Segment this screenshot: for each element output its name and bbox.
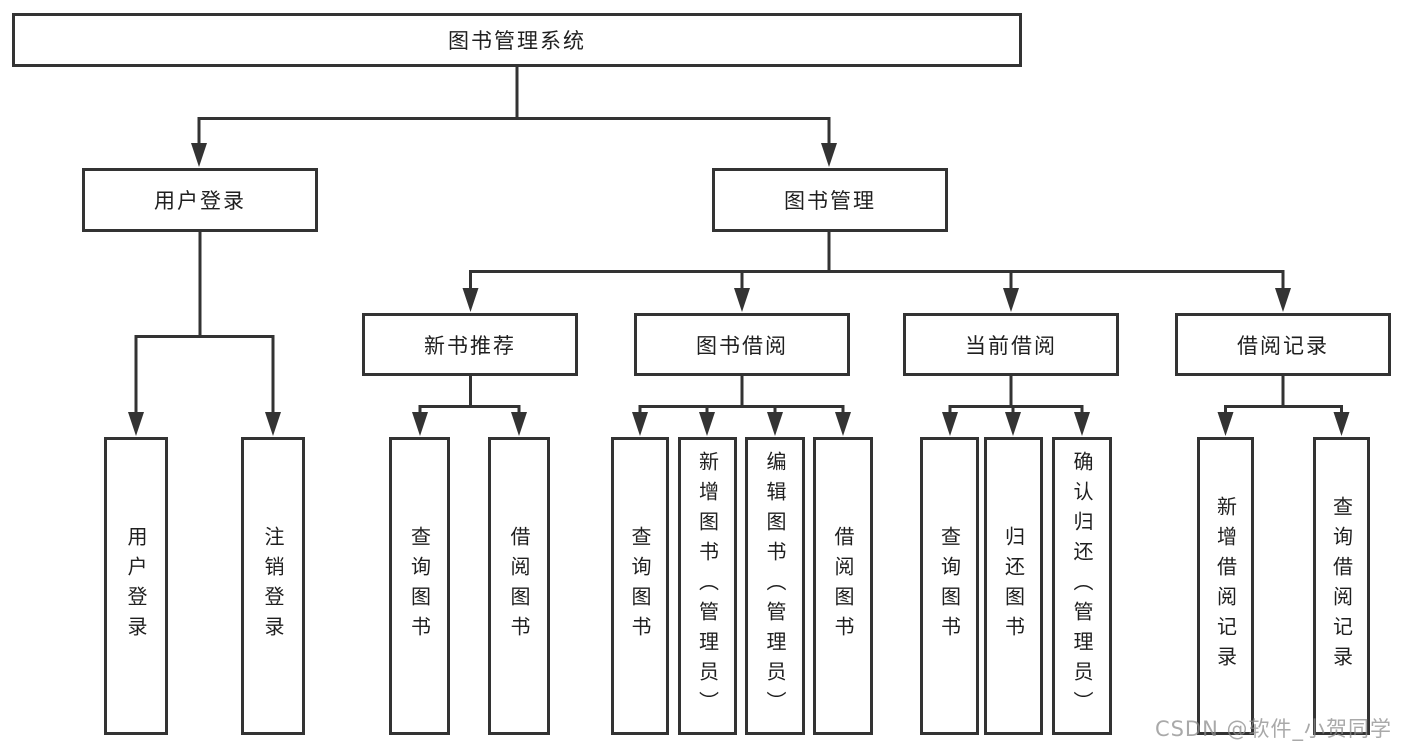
leaf-user-login: 用户登录: [104, 437, 168, 735]
leaf-edit-books-admin-label: 编辑图书（管理员）: [763, 451, 787, 721]
leaf-user-login-label: 用户登录: [124, 526, 148, 646]
leaf-add-books-admin-label: 新增图书（管理员）: [695, 451, 720, 721]
node-new-book-recommend: 新书推荐: [362, 313, 578, 376]
leaf-logout: 注销登录: [241, 437, 305, 735]
leaf-edit-books-admin: 编辑图书（管理员）: [745, 437, 805, 735]
node-book-borrowing-label: 图书借阅: [696, 333, 788, 358]
node-user-login-label: 用户登录: [154, 189, 246, 213]
leaf-query-books-current-label: 查询图书: [937, 526, 962, 646]
node-book-management: 图书管理: [712, 168, 948, 232]
node-root: 图书管理系统: [12, 13, 1022, 67]
watermark: CSDN @软件_小贺同学: [1154, 717, 1392, 741]
leaf-return-books-label: 归还图书: [1001, 526, 1026, 646]
leaf-logout-label: 注销登录: [261, 526, 285, 646]
node-root-label: 图书管理系统: [448, 29, 586, 53]
arrowheads: [128, 143, 1350, 436]
leaf-confirm-return-admin-label: 确认归还（管理员）: [1070, 451, 1094, 721]
node-borrowing-records-label: 借阅记录: [1237, 333, 1329, 358]
node-book-management-label: 图书管理: [784, 189, 876, 213]
node-user-login: 用户登录: [82, 168, 318, 232]
leaf-query-books-recommend: 查询图书: [389, 437, 450, 735]
leaf-query-books-borrowing-label: 查询图书: [628, 526, 652, 646]
node-current-borrowing-label: 当前借阅: [965, 333, 1057, 358]
leaf-borrow-books-borrowing: 借阅图书: [813, 437, 873, 735]
leaf-add-books-admin: 新增图书（管理员）: [678, 437, 737, 735]
node-borrowing-records: 借阅记录: [1175, 313, 1391, 376]
leaf-add-borrow-record: 新增借阅记录: [1197, 437, 1254, 735]
leaf-query-borrow-record-label: 查询借阅记录: [1329, 496, 1354, 676]
node-book-borrowing: 图书借阅: [634, 313, 850, 376]
leaf-query-books-recommend-label: 查询图书: [407, 526, 432, 646]
node-current-borrowing: 当前借阅: [903, 313, 1119, 376]
leaf-borrow-books-borrowing-label: 借阅图书: [831, 526, 855, 646]
node-new-book-recommend-label: 新书推荐: [424, 333, 516, 358]
leaf-query-books-borrowing: 查询图书: [611, 437, 669, 735]
leaf-query-books-current: 查询图书: [920, 437, 979, 735]
leaf-add-borrow-record-label: 新增借阅记录: [1213, 496, 1238, 676]
leaf-borrow-books-recommend: 借阅图书: [488, 437, 550, 735]
leaf-confirm-return-admin: 确认归还（管理员）: [1052, 437, 1112, 735]
leaf-return-books: 归还图书: [984, 437, 1043, 735]
leaf-query-borrow-record: 查询借阅记录: [1313, 437, 1370, 735]
leaf-borrow-books-recommend-label: 借阅图书: [507, 526, 531, 646]
